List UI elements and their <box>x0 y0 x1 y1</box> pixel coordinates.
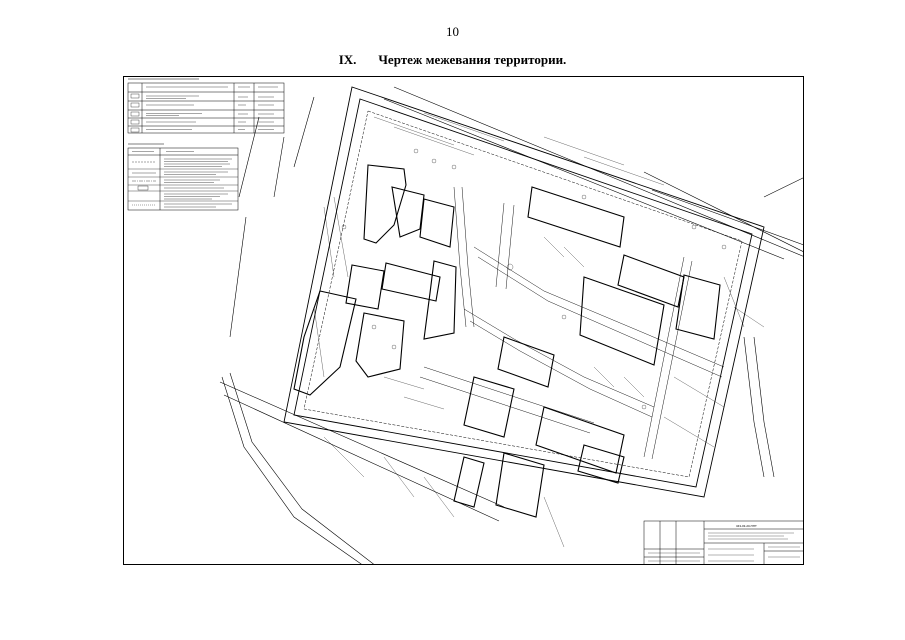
section-title: Чертеж межевания территории. <box>378 52 567 67</box>
legend-table-symbols <box>127 143 239 211</box>
legend-table-zones <box>127 78 285 134</box>
survey-drawing-sheet: 343-03-20-ППТ <box>123 76 804 565</box>
survey-detail-lines <box>313 112 765 548</box>
buildings <box>293 164 721 518</box>
driveways <box>419 186 725 460</box>
title-block <box>643 520 803 564</box>
page-title: IX. Чертеж межевания территории. <box>0 52 905 68</box>
stamp-code: 343-03-20-ППТ <box>736 524 757 528</box>
page-number: 10 <box>446 24 459 39</box>
land-survey-plan: 343-03-20-ППТ <box>127 78 803 564</box>
block-boundary <box>283 86 765 498</box>
section-number: IX. <box>338 52 357 67</box>
